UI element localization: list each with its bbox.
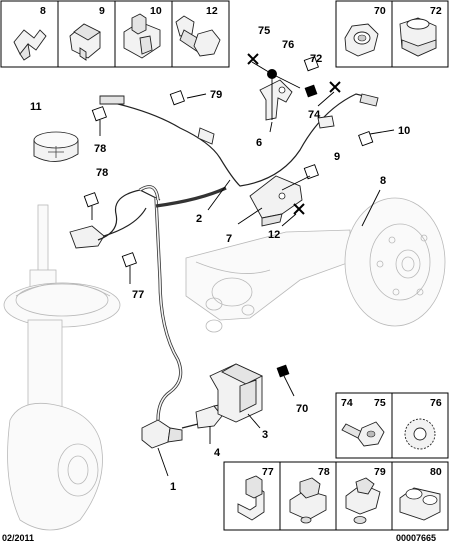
brake-hose	[139, 185, 227, 421]
rear-axle-ghost	[185, 229, 351, 333]
callout-75: 75	[258, 25, 270, 37]
part-number-8: 8	[40, 5, 46, 17]
footer-reference: 00007665	[396, 533, 436, 543]
clip-10-icon	[123, 13, 161, 59]
callout-77: 77	[132, 289, 144, 301]
callout-2: 2	[196, 213, 202, 225]
bolt-12-icon	[175, 15, 221, 57]
clip-8-icon	[13, 29, 47, 61]
washer-76-icon	[404, 418, 436, 450]
callout-numbers: 11 78 79 75 76 72 6 74 10 9 8 78 2 7 12 …	[30, 25, 410, 493]
wheel-speed-sensor-front	[69, 189, 161, 249]
clip-79-icon	[345, 477, 381, 524]
nut-72-icon	[399, 17, 437, 57]
part-number-9: 9	[99, 5, 105, 17]
parts-box-top-right: 70 72	[335, 0, 449, 68]
parts-box-bottom-right-row2: 77 78 79 80	[223, 461, 449, 531]
clip-77-icon	[237, 475, 265, 521]
part-number-12: 12	[206, 5, 218, 17]
suspension-strut-ghost	[3, 204, 121, 531]
callout-4: 4	[214, 447, 221, 459]
clip-3	[209, 363, 264, 423]
callout-9: 9	[334, 151, 340, 163]
clip-78-icon	[289, 477, 327, 524]
part-number-79: 79	[374, 466, 386, 478]
callout-10: 10	[398, 125, 410, 137]
part-number-77: 77	[262, 466, 274, 478]
callout-12: 12	[268, 229, 280, 241]
nut-70-icon	[344, 23, 379, 57]
parts-box-top-left: 8 9 10 12	[0, 0, 230, 68]
footer-date: 02/2011	[2, 533, 34, 543]
callout-78-top: 78	[94, 143, 106, 155]
part-number-10: 10	[150, 5, 162, 17]
part-number-70: 70	[374, 5, 386, 17]
part-number-78: 78	[318, 466, 330, 478]
callout-74: 74	[308, 109, 321, 121]
callout-70: 70	[296, 403, 308, 415]
callout-11: 11	[30, 101, 42, 113]
callout-78-left: 78	[96, 167, 108, 179]
callout-3: 3	[262, 429, 268, 441]
part-number-76: 76	[430, 397, 442, 409]
clip-9-icon	[69, 23, 101, 61]
leader-lines	[91, 61, 395, 477]
part-number-80: 80	[430, 466, 442, 478]
callout-79: 79	[210, 89, 222, 101]
callout-76: 76	[282, 39, 294, 51]
callout-8: 8	[380, 175, 386, 187]
sensor-1	[141, 419, 183, 449]
parts-box-bottom-right-row1: 74 75 76	[335, 392, 449, 459]
brake-disc-ghost	[344, 197, 446, 327]
part-number-75: 75	[374, 397, 386, 409]
bracket-6	[259, 79, 293, 121]
callout-1: 1	[170, 481, 176, 493]
screw-74-75-icon	[341, 421, 385, 447]
part-number-72: 72	[430, 5, 442, 17]
callout-6: 6	[256, 137, 262, 149]
part-number-74: 74	[341, 397, 353, 409]
callout-72: 72	[310, 53, 322, 65]
callout-markers	[83, 53, 374, 378]
clip-80-icon	[399, 487, 441, 521]
callout-7: 7	[226, 233, 232, 245]
cap-11	[33, 131, 79, 162]
wheel-speed-sensor-cable-rear	[99, 93, 379, 187]
